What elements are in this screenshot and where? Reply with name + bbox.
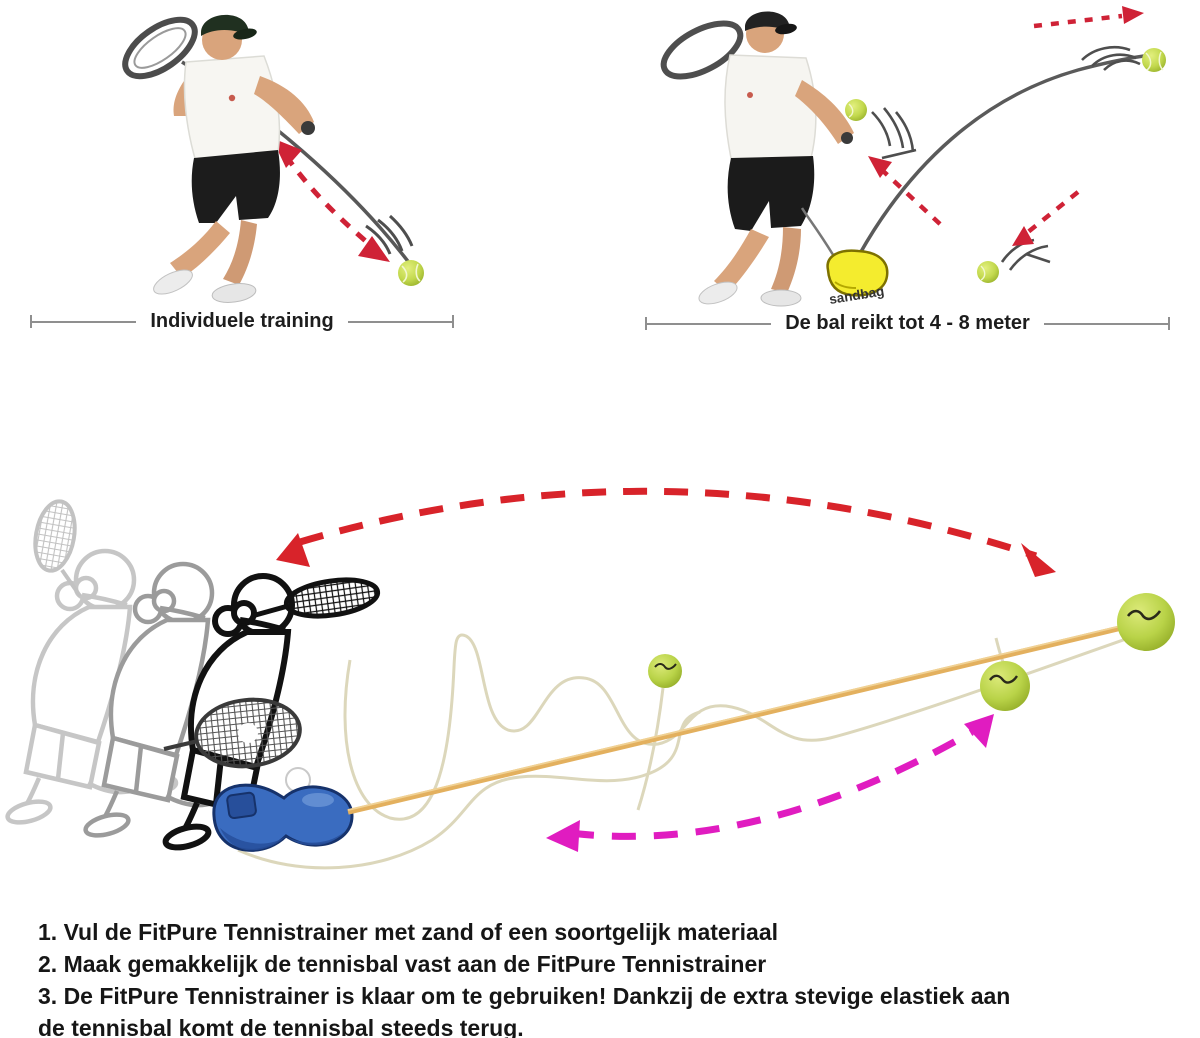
- elastic-cord: [347, 619, 1147, 815]
- shirt-logo: [747, 92, 753, 98]
- racket: [122, 16, 198, 80]
- ball-trajectory-arc: [850, 54, 1145, 269]
- player-shirt: [183, 55, 281, 163]
- cap-brim: [233, 28, 257, 40]
- player-front-leg: [170, 221, 230, 278]
- measure-line-right: [347, 315, 455, 328]
- player-photo: [153, 14, 315, 303]
- player-shorts: [727, 156, 815, 231]
- return-arrow-icon: [1012, 190, 1080, 246]
- return-arrow-icon: [868, 156, 942, 226]
- caption-individual-training: Individuele training: [30, 310, 455, 333]
- measure-line-left: [645, 317, 772, 330]
- tennis-trainer-base: [212, 783, 354, 852]
- player-shoe: [211, 283, 257, 303]
- instruction-line-2: 2. Maak gemakkelijk de tennisbal vast aa…: [38, 951, 767, 977]
- caption-text: De bal reikt tot 4 - 8 meter: [785, 312, 1030, 334]
- player-photo: [698, 11, 854, 307]
- swing-arrow-icon: [272, 138, 390, 262]
- tennis-ball: [1142, 48, 1166, 72]
- photo-ball-range: sandbag: [660, 6, 1166, 307]
- elastic-string: [237, 632, 1141, 870]
- tennis-ball: [1117, 593, 1175, 651]
- player-shirt: [724, 54, 817, 164]
- follow-through-racket: [163, 697, 302, 769]
- player-glove: [301, 121, 315, 135]
- motion-whoosh-marks: [365, 214, 414, 255]
- tennis-ball: [980, 661, 1030, 711]
- base-fill-recess: [226, 791, 257, 820]
- player-wristband: [841, 132, 853, 144]
- player-back-leg: [771, 227, 801, 293]
- measure-line-left: [30, 315, 137, 328]
- ball-return-arrow-icon: [546, 714, 994, 852]
- tennis-ball: [648, 654, 682, 688]
- base-highlight: [302, 793, 334, 807]
- tennis-ball: [845, 99, 867, 121]
- instruction-line-1: 1. Vul de FitPure Tennistrainer met zand…: [38, 919, 779, 945]
- caption-text: Individuele training: [150, 310, 334, 332]
- motion-whoosh-marks: [1081, 46, 1141, 71]
- player-front-leg: [714, 229, 769, 293]
- caption-ball-range: De bal reikt tot 4 - 8 meter: [645, 312, 1171, 335]
- photo-individual-training: [122, 14, 424, 303]
- player-right-arm: [254, 76, 314, 134]
- player-right-arm: [795, 80, 854, 144]
- instruction-line-4: de tennisbal komt de tennisbal steeds te…: [38, 1015, 524, 1038]
- player-shoe: [760, 289, 802, 307]
- instruction-line-3: 3. De FitPure Tennistrainer is klaar om …: [38, 983, 1011, 1009]
- player-shoe: [153, 269, 193, 295]
- sketch-racket: [251, 577, 381, 619]
- hit-direction-arrow-icon: [276, 487, 1056, 577]
- flight-arrow-icon: [1033, 6, 1144, 29]
- instructions-block: 1. Vul de FitPure Tennistrainer met zand…: [38, 916, 1188, 1038]
- player-shoe: [698, 281, 738, 305]
- sandbag: sandbag: [800, 207, 889, 307]
- player-shorts: [191, 150, 280, 223]
- motion-whoosh-marks: [871, 107, 917, 160]
- ghost-racket: [33, 499, 82, 598]
- tennis-ball: [977, 261, 999, 283]
- trainer-usage-illustration: [0, 487, 1175, 870]
- measure-line-right: [1043, 317, 1171, 330]
- player-back-leg: [223, 220, 257, 285]
- tennis-ball: [398, 260, 424, 286]
- shirt-logo: [228, 94, 236, 102]
- player-cap: [201, 14, 250, 36]
- cap-brim: [775, 23, 797, 35]
